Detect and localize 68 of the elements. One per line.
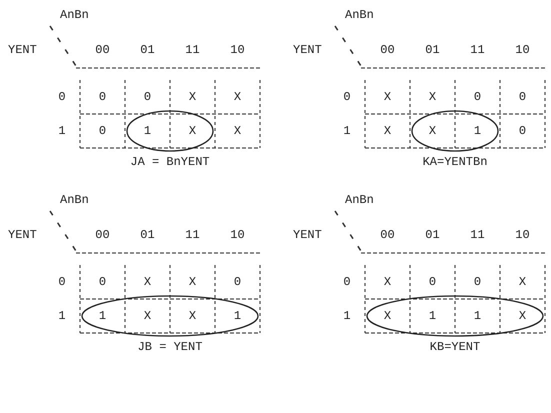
cell-value: 0 [474, 275, 482, 289]
cell-value: X [234, 124, 242, 138]
cell-value: X [188, 309, 196, 323]
column-label: 11 [185, 43, 200, 57]
variable-label: AnBn [60, 8, 89, 22]
column-label: 11 [185, 228, 200, 242]
cell-value: X [384, 90, 392, 104]
cell-value: 0 [518, 124, 526, 138]
column-label: 10 [230, 228, 245, 242]
column-label: 00 [95, 228, 110, 242]
cell-value: X [518, 275, 526, 289]
cell-value: 0 [98, 124, 106, 138]
cell-value: X [428, 90, 436, 104]
row-label: 1 [58, 309, 66, 323]
cell-value: X [188, 124, 196, 138]
cell-value: 1 [428, 309, 436, 323]
column-label: 00 [380, 43, 395, 57]
equation: JA = BnYENT [130, 155, 210, 169]
variable-label: AnBn [345, 193, 374, 207]
variable-label: YENT [8, 228, 37, 242]
column-label: 00 [380, 228, 395, 242]
cell-value: X [188, 275, 196, 289]
cell-value: X [428, 124, 436, 138]
column-label: 01 [140, 43, 155, 57]
cell-value: X [384, 309, 392, 323]
cell-value: 1 [144, 124, 152, 138]
column-label: 10 [230, 43, 245, 57]
cell-value: 0 [144, 90, 152, 104]
equation: JB = YENT [138, 340, 202, 354]
cell-value: 0 [98, 90, 106, 104]
column-label: 00 [95, 43, 110, 57]
row-label: 1 [343, 124, 351, 138]
cell-value: 1 [98, 309, 106, 323]
cell-value: X [384, 124, 392, 138]
cell-value: X [188, 90, 196, 104]
column-label: 11 [470, 228, 485, 242]
row-label: 0 [343, 275, 351, 289]
column-label: 10 [515, 43, 530, 57]
variable-label: YENT [293, 228, 322, 242]
row-label: 1 [343, 309, 351, 323]
column-label: 01 [425, 43, 440, 57]
variable-label: YENT [8, 43, 37, 57]
variable-label: AnBn [345, 8, 374, 22]
cell-value: X [518, 309, 526, 323]
row-label: 0 [58, 275, 66, 289]
equation: KA=YENTBn [422, 155, 488, 169]
column-label: 01 [425, 228, 440, 242]
row-label: 1 [58, 124, 66, 138]
variable-label: YENT [293, 43, 322, 57]
cell-value: 0 [518, 90, 526, 104]
cell-value: 1 [474, 309, 482, 323]
cell-value: 0 [428, 275, 436, 289]
cell-value: 0 [98, 275, 106, 289]
cell-value: X [384, 275, 392, 289]
cell-value: 0 [234, 275, 242, 289]
equation: KB=YENT [430, 340, 480, 354]
variable-label: AnBn [60, 193, 89, 207]
cell-value: 1 [234, 309, 242, 323]
row-label: 0 [343, 90, 351, 104]
cell-value: X [144, 275, 152, 289]
cell-value: 1 [474, 124, 482, 138]
column-label: 01 [140, 228, 155, 242]
row-label: 0 [58, 90, 66, 104]
cell-value: 0 [474, 90, 482, 104]
column-label: 11 [470, 43, 485, 57]
column-label: 10 [515, 228, 530, 242]
cell-value: X [234, 90, 242, 104]
cell-value: X [144, 309, 152, 323]
